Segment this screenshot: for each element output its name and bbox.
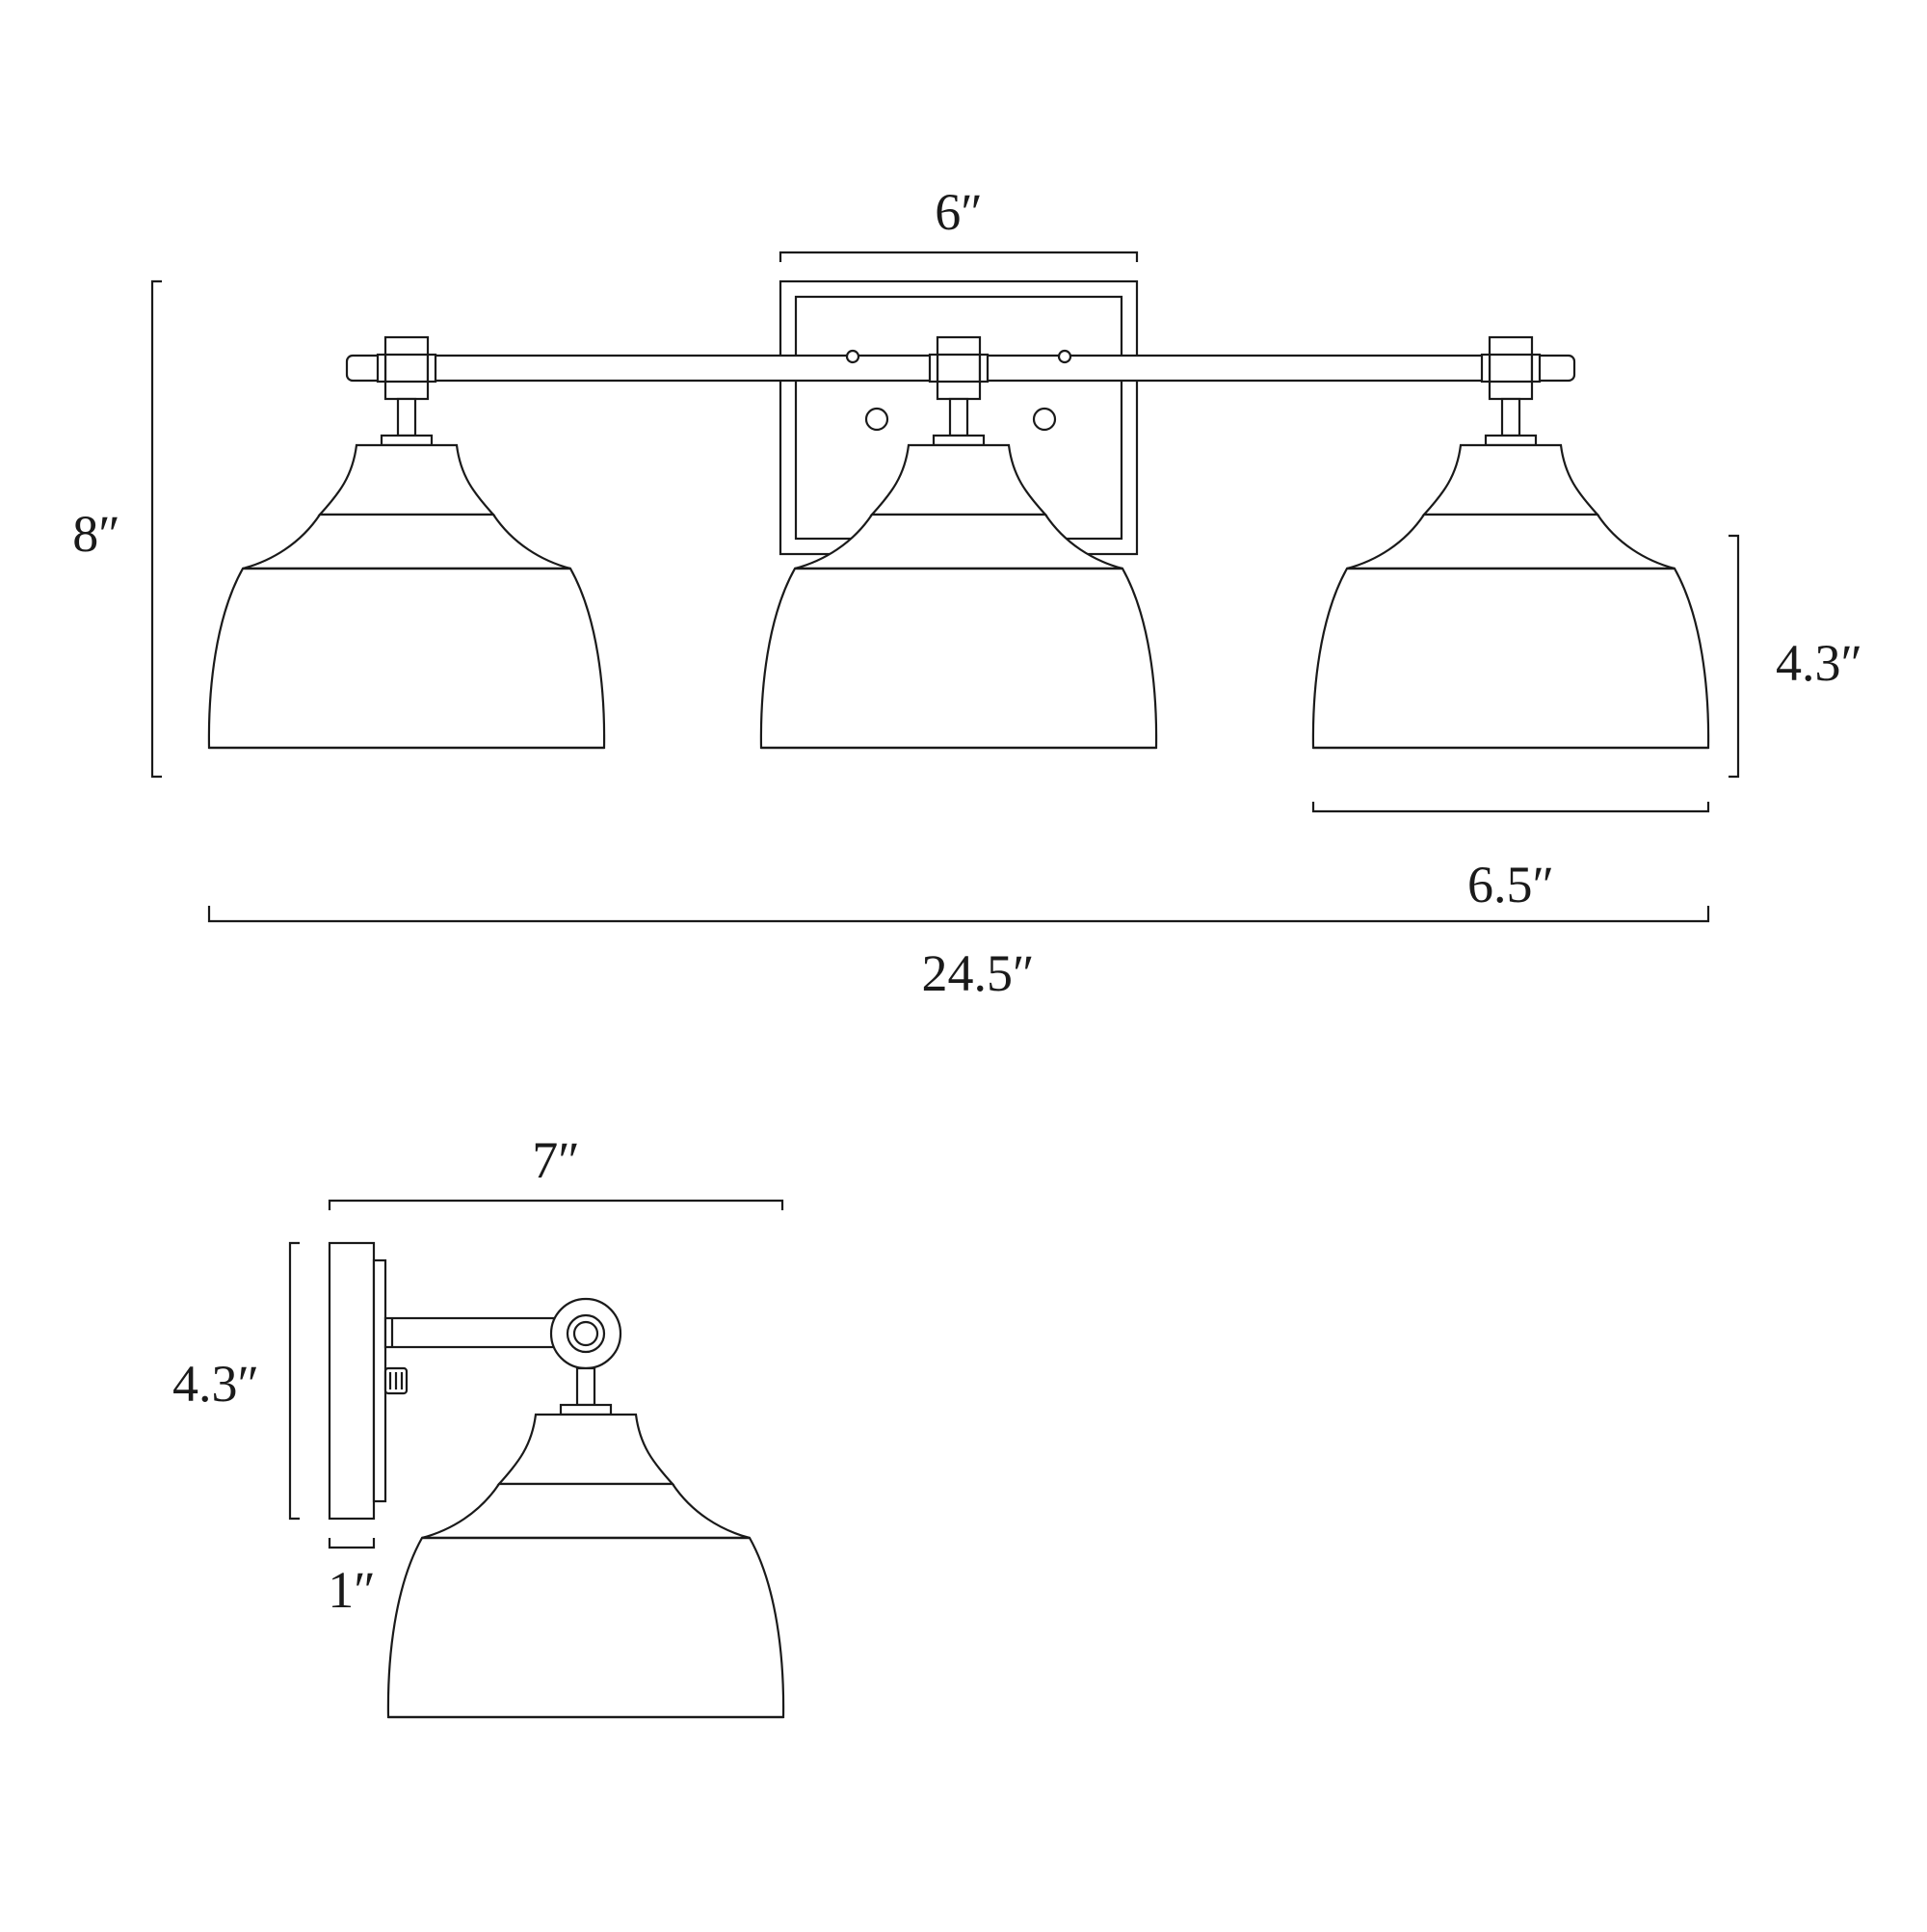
shade-left: [207, 397, 606, 750]
dim-backplate-height: 4.3″: [172, 1241, 300, 1521]
side-view: 7″ 4.3″ 1″: [172, 1131, 785, 1719]
dim-backplate-width: 6″: [779, 183, 1139, 262]
shade-center: [759, 397, 1158, 750]
label-overall-width: 24.5″: [922, 944, 1035, 1002]
label-overall-height: 8″: [72, 505, 120, 563]
front-view: 6″ 8″ 4.3″ 6.5″ 24.5″: [72, 183, 1862, 1002]
screw-hole-right: [1032, 407, 1057, 432]
label-backplate-depth: 1″: [328, 1561, 376, 1619]
arm-collar-right: [1480, 335, 1542, 401]
dim-overall-width: 24.5″: [207, 906, 1710, 1002]
label-backplate-height: 4.3″: [172, 1355, 259, 1413]
dim-backplate-depth: 1″: [328, 1538, 376, 1619]
screw-hole-left: [864, 407, 889, 432]
arm-collar-center: [928, 335, 990, 401]
dim-overall-height: 8″: [72, 279, 162, 779]
side-arm: [383, 1297, 622, 1370]
shade-side: [386, 1366, 785, 1719]
label-backplate-width: 6″: [935, 183, 983, 241]
shade-right: [1311, 397, 1710, 750]
arm-collar-left: [376, 335, 437, 401]
backplate-side: [328, 1241, 409, 1521]
label-shade-height: 4.3″: [1776, 634, 1862, 692]
label-shade-width: 6.5″: [1467, 856, 1554, 913]
dim-shade-width: 6.5″: [1311, 802, 1710, 913]
label-extension: 7″: [532, 1131, 580, 1189]
dim-shade-height: 4.3″: [1729, 534, 1862, 779]
dim-extension: 7″: [328, 1131, 784, 1210]
